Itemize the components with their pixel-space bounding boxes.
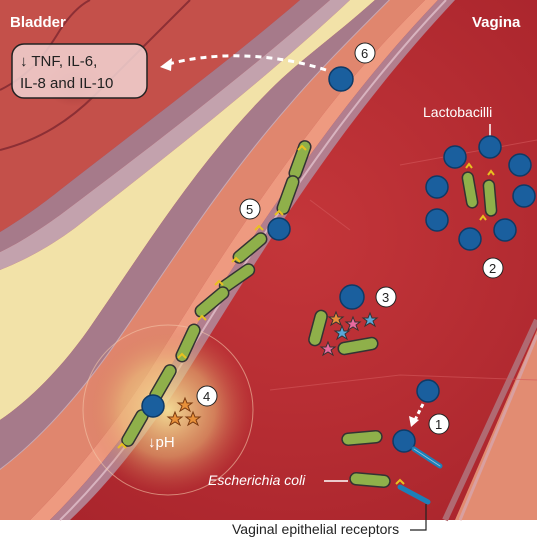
lactobacillus-icon [459,228,481,250]
step-number: 6 [361,46,368,61]
bladder-label: Bladder [10,14,66,31]
cytokine-box: ↓ TNF, IL-6, IL-8 and IL-10 [12,44,147,98]
step-number: 3 [382,290,389,305]
ecoli-rod [342,430,383,445]
step-number: 5 [246,202,253,217]
lactobacillus-icon [513,185,535,207]
cytokine-text-line2: IL-8 and IL-10 [20,75,113,92]
lactobacillus-icon [142,395,164,417]
step-number: 1 [435,417,442,432]
step-marker-4: 4 [197,386,217,406]
vagina-label: Vagina [472,14,521,31]
ecoli-label: Escherichia coli [208,472,306,488]
step-number: 4 [203,389,210,404]
lactobacillus-icon [329,67,353,91]
lactobacilli-label: Lactobacilli [423,104,492,120]
lactobacillus-icon [426,176,448,198]
lactobacillus-icon [479,136,501,158]
ph-label: ↓pH [148,434,175,451]
lactobacillus-icon [426,209,448,231]
step-number: 2 [489,261,496,276]
step-marker-2: 2 [483,258,503,278]
lactobacillus-icon [444,146,466,168]
lactobacillus-icon [494,219,516,241]
lactobacillus-icon [417,380,439,402]
ph-glow [83,325,253,495]
step-marker-6: 6 [355,43,375,63]
ecoli-rod [350,472,391,487]
step-marker-1: 1 [429,414,449,434]
step-marker-5: 5 [240,199,260,219]
receptors-label: Vaginal epithelial receptors [232,521,399,537]
lactobacillus-icon [509,154,531,176]
step-marker-3: 3 [376,287,396,307]
ecoli-rod [483,180,497,217]
lactobacillus-icon [340,285,364,309]
cytokine-text-line1: ↓ TNF, IL-6, [20,53,97,70]
lactobacillus-icon [268,218,290,240]
